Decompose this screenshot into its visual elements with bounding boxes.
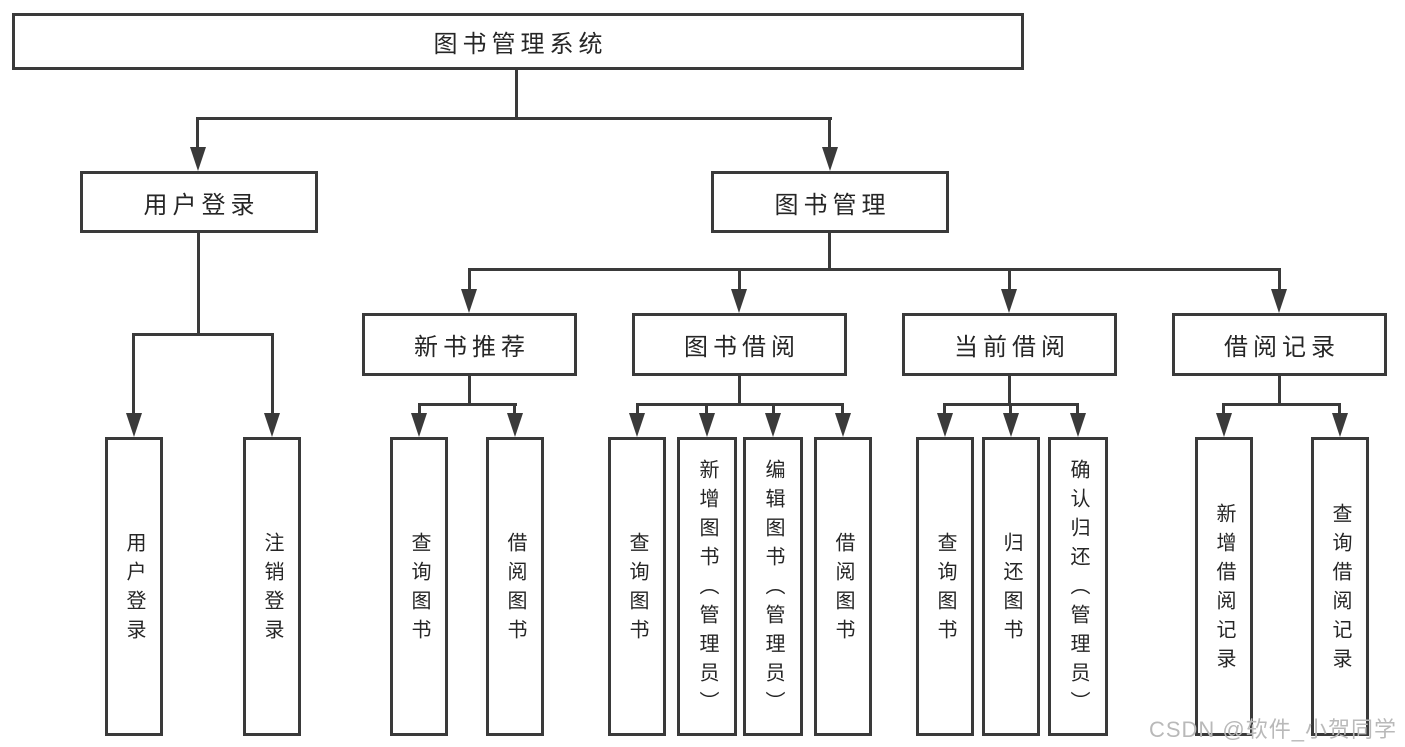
leaf-confirm-return-admin: 确认归还（管理员） (1048, 437, 1108, 736)
arrow-down-icon (507, 413, 523, 437)
arrow-down-icon (1271, 289, 1287, 313)
leaf-logout: 注销登录 (243, 437, 301, 736)
node-label: 新书推荐 (414, 334, 530, 361)
leaf-query-books: 查询图书 (916, 437, 974, 736)
connector-line (1338, 403, 1341, 415)
arrow-down-icon (1332, 413, 1348, 437)
connector-line (1278, 375, 1281, 405)
node-label: 图书管理 (774, 191, 891, 219)
connector-line (468, 375, 471, 405)
node-label: 借阅图书 (504, 531, 526, 648)
connector-line (1009, 403, 1012, 415)
arrow-down-icon (1216, 413, 1232, 437)
leaf-add-borrow-record: 新增借阅记录 (1195, 437, 1253, 736)
leaf-edit-book-admin: 编辑图书（管理员） (743, 437, 803, 736)
connector-line (418, 403, 421, 415)
csdn-watermark: CSDN @软件_小贺同学 (1148, 717, 1397, 742)
node-label: 查询借阅记录 (1329, 502, 1351, 677)
connector-line (1076, 403, 1079, 415)
node-label: 当前借阅 (954, 334, 1070, 361)
connector-line (828, 117, 831, 149)
node-label: 编辑图书（管理员） (762, 459, 784, 720)
node-borrowing-records: 借阅记录 (1172, 313, 1387, 376)
node-library-system: 图书管理系统 (12, 13, 1024, 70)
arrow-down-icon (411, 413, 427, 437)
arrow-down-icon (937, 413, 953, 437)
connector-line (1278, 268, 1281, 292)
arrow-down-icon (1001, 289, 1017, 313)
node-new-book-recommendation: 新书推荐 (362, 313, 577, 376)
connector-line (418, 403, 517, 406)
node-label: 图书管理系统 (433, 31, 608, 58)
arrow-down-icon (1003, 413, 1019, 437)
connector-line (738, 375, 741, 405)
arrow-down-icon (765, 413, 781, 437)
connector-line (636, 403, 844, 406)
arrow-down-icon (731, 289, 747, 313)
connector-line (828, 232, 831, 270)
node-label: 查询图书 (408, 531, 430, 648)
node-label: 借阅图书 (832, 531, 854, 648)
node-current-borrowing: 当前借阅 (902, 313, 1117, 376)
node-label: 新增图书（管理员） (696, 459, 718, 720)
node-label: 借阅记录 (1224, 334, 1340, 361)
connector-line (196, 117, 832, 120)
node-label: 注销登录 (261, 531, 283, 648)
connector-line (468, 268, 1281, 271)
arrow-down-icon (629, 413, 645, 437)
arrow-down-icon (190, 147, 206, 171)
connector-line (1223, 403, 1341, 406)
leaf-return-book: 归还图书 (982, 437, 1040, 736)
connector-line (636, 403, 639, 415)
connector-line (515, 69, 518, 119)
node-label: 图书借阅 (684, 334, 800, 361)
node-user-login: 用户登录 (80, 171, 318, 233)
connector-line (1008, 268, 1011, 292)
arrow-down-icon (264, 413, 280, 437)
leaf-user-login: 用户登录 (105, 437, 163, 736)
arrow-down-icon (835, 413, 851, 437)
connector-line (513, 403, 516, 415)
leaf-query-borrow-record: 查询借阅记录 (1311, 437, 1369, 736)
leaf-borrow-books: 借阅图书 (486, 437, 544, 736)
arrow-down-icon (461, 289, 477, 313)
connector-line (738, 268, 741, 292)
connector-line (1008, 375, 1011, 405)
leaf-query-books: 查询图书 (608, 437, 666, 736)
node-book-management: 图书管理 (711, 171, 949, 233)
connector-line (271, 333, 274, 413)
leaf-borrow-books: 借阅图书 (814, 437, 872, 736)
connector-line (132, 333, 274, 336)
node-book-borrowing: 图书借阅 (632, 313, 847, 376)
arrow-down-icon (822, 147, 838, 171)
connector-line (132, 333, 135, 413)
connector-line (705, 403, 708, 415)
connector-line (943, 403, 946, 415)
connector-line (197, 232, 200, 335)
node-label: 确认归还（管理员） (1067, 459, 1089, 720)
arrow-down-icon (126, 413, 142, 437)
node-label: 用户登录 (123, 531, 145, 648)
arrow-down-icon (1070, 413, 1086, 437)
connector-line (1222, 403, 1225, 415)
node-label: 用户登录 (143, 191, 260, 219)
connector-line (841, 403, 844, 415)
node-label: 查询图书 (934, 531, 956, 648)
leaf-query-books: 查询图书 (390, 437, 448, 736)
arrow-down-icon (699, 413, 715, 437)
connector-line (772, 403, 775, 415)
node-label: 归还图书 (1000, 531, 1022, 648)
leaf-add-book-admin: 新增图书（管理员） (677, 437, 737, 736)
connector-line (468, 268, 471, 292)
node-label: 新增借阅记录 (1213, 502, 1235, 677)
node-label: 查询图书 (626, 531, 648, 648)
connector-line (196, 117, 199, 149)
